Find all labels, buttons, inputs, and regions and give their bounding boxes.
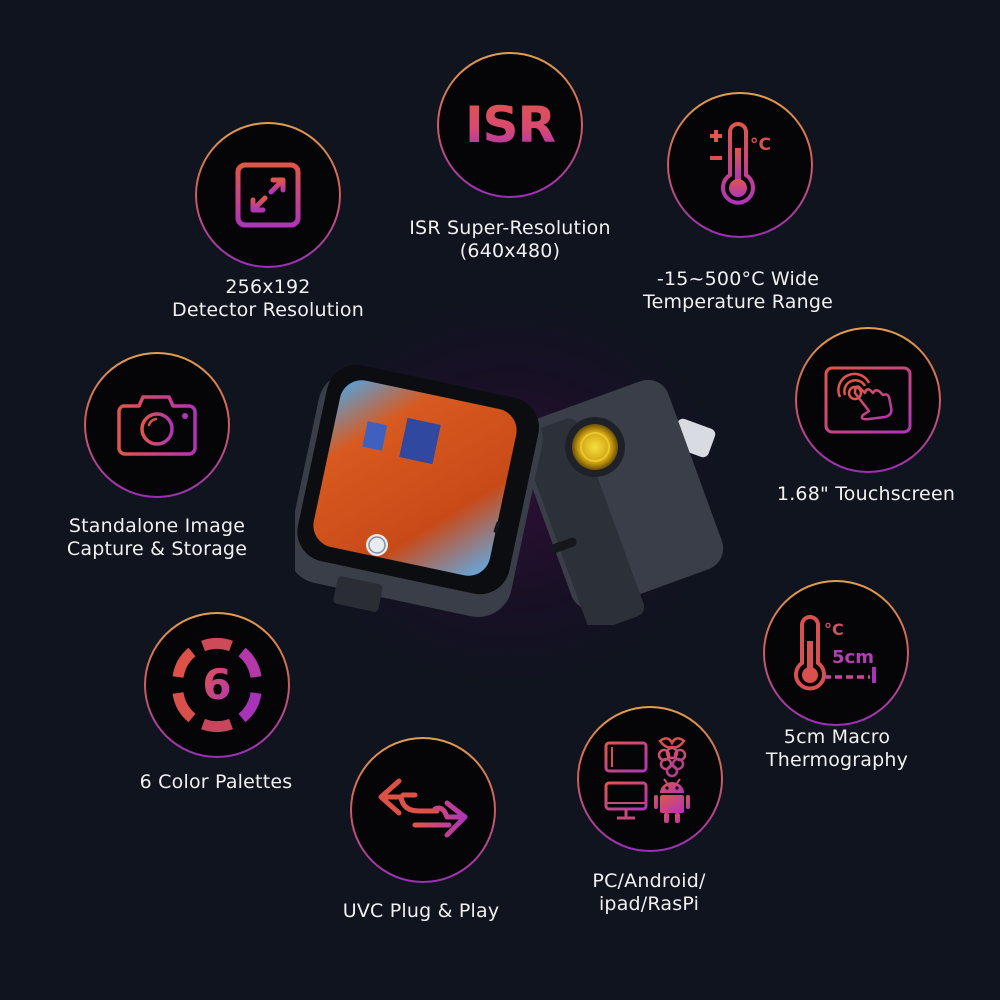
feature-line: PC/Android/ <box>592 870 706 892</box>
icon-ring <box>577 706 723 852</box>
svg-text:6: 6 <box>202 660 231 709</box>
feature-line: 256x192 <box>225 276 311 298</box>
feature-line: Detector Resolution <box>172 299 364 321</box>
screen-unit <box>287 364 543 618</box>
svg-text:5cm: 5cm <box>832 647 874 668</box>
feature-line: 1.68" Touchscreen <box>776 483 956 505</box>
icon-ring <box>195 122 341 268</box>
icon-ring <box>84 352 230 498</box>
feature-line: Capture & Storage <box>66 538 248 560</box>
feature-line: ipad/RasPi <box>598 893 700 915</box>
feature-line: -15~500°C Wide <box>656 268 820 290</box>
raspberry-pi-icon <box>657 737 687 778</box>
devices-tablet-raspberry-monitor-android-icon <box>604 737 690 823</box>
feature-line: Thermography <box>765 749 909 771</box>
feature-line: 5cm Macro <box>783 726 891 748</box>
six-palette-ring-icon: 6 <box>172 637 262 733</box>
android-icon <box>654 778 690 823</box>
icon-ring <box>795 327 941 473</box>
tablet-icon <box>604 741 648 773</box>
feature-line: Standalone Image <box>68 515 246 537</box>
icon-ring <box>350 737 496 883</box>
bidirectional-arrows-icon <box>378 778 468 838</box>
expand-arrows-icon <box>235 162 301 228</box>
icon-ring: ISR <box>437 52 583 198</box>
svg-text:°C: °C <box>750 135 771 155</box>
feature-line: Temperature Range <box>642 291 834 313</box>
icon-ring: °C <box>667 92 813 238</box>
touch-screen-icon <box>824 366 912 434</box>
lens-unit <box>516 379 724 631</box>
monitor-icon <box>604 781 648 820</box>
feature-line: ISR Super-Resolution <box>409 217 611 239</box>
feature-line: UVC Plug & Play <box>342 900 500 922</box>
svg-text:°C: °C <box>824 620 844 639</box>
product-image <box>287 364 745 631</box>
icon-ring: 6 <box>144 612 290 758</box>
icon-ring: °C 5cm <box>763 580 909 726</box>
thermometer-plus-minus-icon: °C <box>710 122 771 205</box>
camera-icon <box>117 395 197 456</box>
isr-text-icon: ISR <box>464 96 556 154</box>
thermometer-distance-icon: °C 5cm <box>794 615 876 691</box>
feature-line: (640x480) <box>459 240 561 262</box>
feature-line: 6 Color Palettes <box>139 771 293 793</box>
